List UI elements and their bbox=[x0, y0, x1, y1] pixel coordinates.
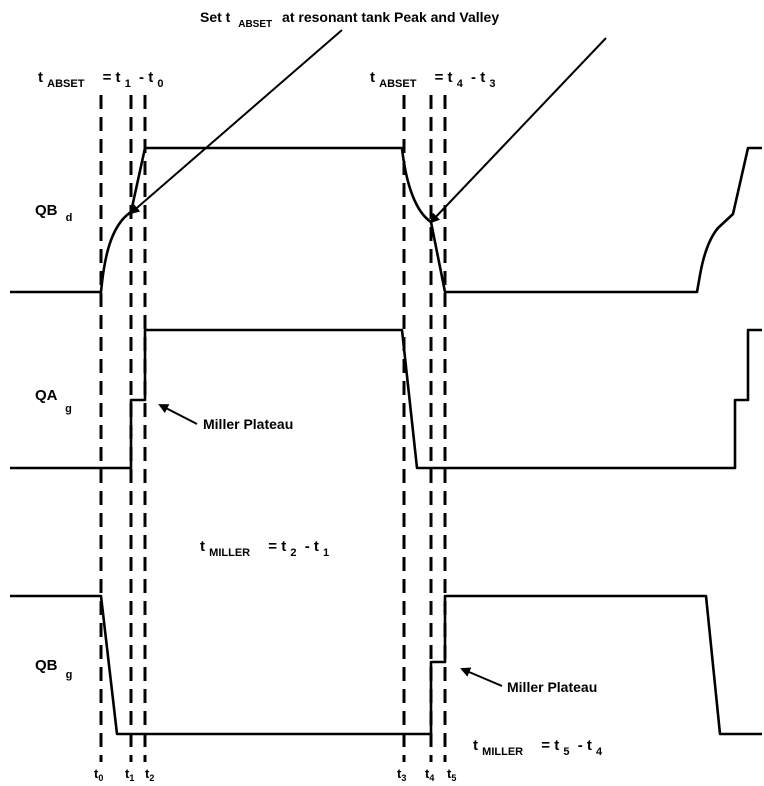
abset-formula-1: t ABSET = t 1 - t 0 bbox=[38, 69, 164, 91]
miller-plateau-label-1: Miller Plateau bbox=[203, 416, 293, 432]
miller-plateau-label-2: Miller Plateau bbox=[507, 679, 597, 695]
time-label-t2: t2 bbox=[145, 766, 154, 783]
header-note: Set t ABSET at resonant tank Peak and Va… bbox=[200, 9, 499, 30]
abset-arrow-valley bbox=[429, 37, 607, 224]
miller-plateau-arrow-1 bbox=[158, 404, 198, 425]
time-label-t3: t3 bbox=[397, 766, 406, 783]
signal-label-qag: QA g bbox=[35, 387, 72, 415]
miller-formula-1: t MILLER = t 2 - t 1 bbox=[200, 538, 329, 560]
miller-formula-2: t MILLER = t 5 - t 4 bbox=[473, 737, 603, 759]
time-label-t0: t0 bbox=[94, 766, 103, 783]
waveform-qag bbox=[10, 328, 762, 470]
abset-arrow-peak bbox=[129, 29, 343, 215]
abset-formula-2: t ABSET = t 4 - t 3 bbox=[370, 69, 496, 91]
miller-plateau-arrow-2 bbox=[460, 667, 503, 687]
signal-label-qbd: QB d bbox=[35, 202, 72, 224]
waveform-qbg bbox=[10, 594, 762, 736]
time-label-t5: t5 bbox=[447, 766, 456, 783]
time-label-t1: t1 bbox=[125, 766, 134, 783]
signal-label-qbg: QB g bbox=[35, 657, 72, 681]
time-label-t4: t4 bbox=[425, 766, 434, 783]
waveform-qbd bbox=[10, 146, 762, 294]
